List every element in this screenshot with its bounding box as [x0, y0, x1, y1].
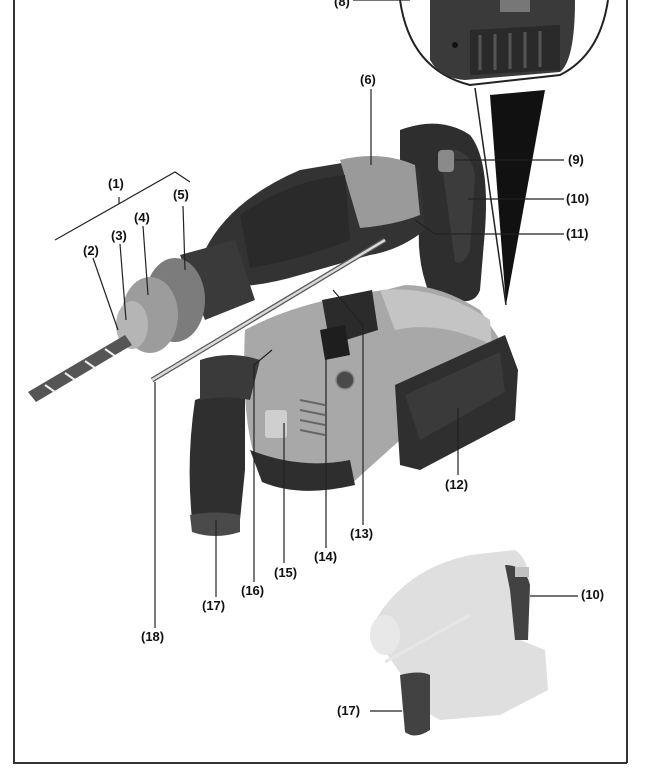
- leader-lines: [54, 0, 578, 712]
- secondary-hammer-view: [370, 550, 548, 736]
- callout-13: (13): [350, 526, 374, 541]
- callout-9: (9): [568, 152, 584, 167]
- callout-8: (8): [334, 0, 350, 9]
- callout-11: (11): [566, 226, 589, 241]
- page-border-bottom: [13, 762, 627, 764]
- page-border-right: [626, 0, 628, 763]
- page-border-left: [13, 0, 15, 763]
- callout-5: (5): [173, 187, 189, 202]
- switch-button: [438, 150, 454, 172]
- callout-1: (1): [108, 176, 124, 191]
- callout-4: (4): [134, 210, 150, 225]
- callout-14: (14): [314, 549, 338, 564]
- callout-17-secondary: (17): [337, 703, 361, 718]
- detail-magnifier: [399, 0, 609, 306]
- main-hammer: [28, 123, 518, 536]
- callout-10: (10): [566, 191, 590, 206]
- callout-6: (6): [360, 72, 376, 87]
- callout-2: (2): [83, 243, 99, 258]
- callout-17: (17): [202, 598, 226, 613]
- callout-3: (3): [111, 228, 127, 243]
- callout-15: (15): [274, 565, 298, 580]
- callout-10-secondary: (10): [581, 587, 605, 602]
- callout-18: (18): [141, 629, 165, 644]
- callout-12: (12): [445, 477, 469, 492]
- bosch-logo-icon: [335, 370, 355, 390]
- callout-16: (16): [241, 583, 265, 598]
